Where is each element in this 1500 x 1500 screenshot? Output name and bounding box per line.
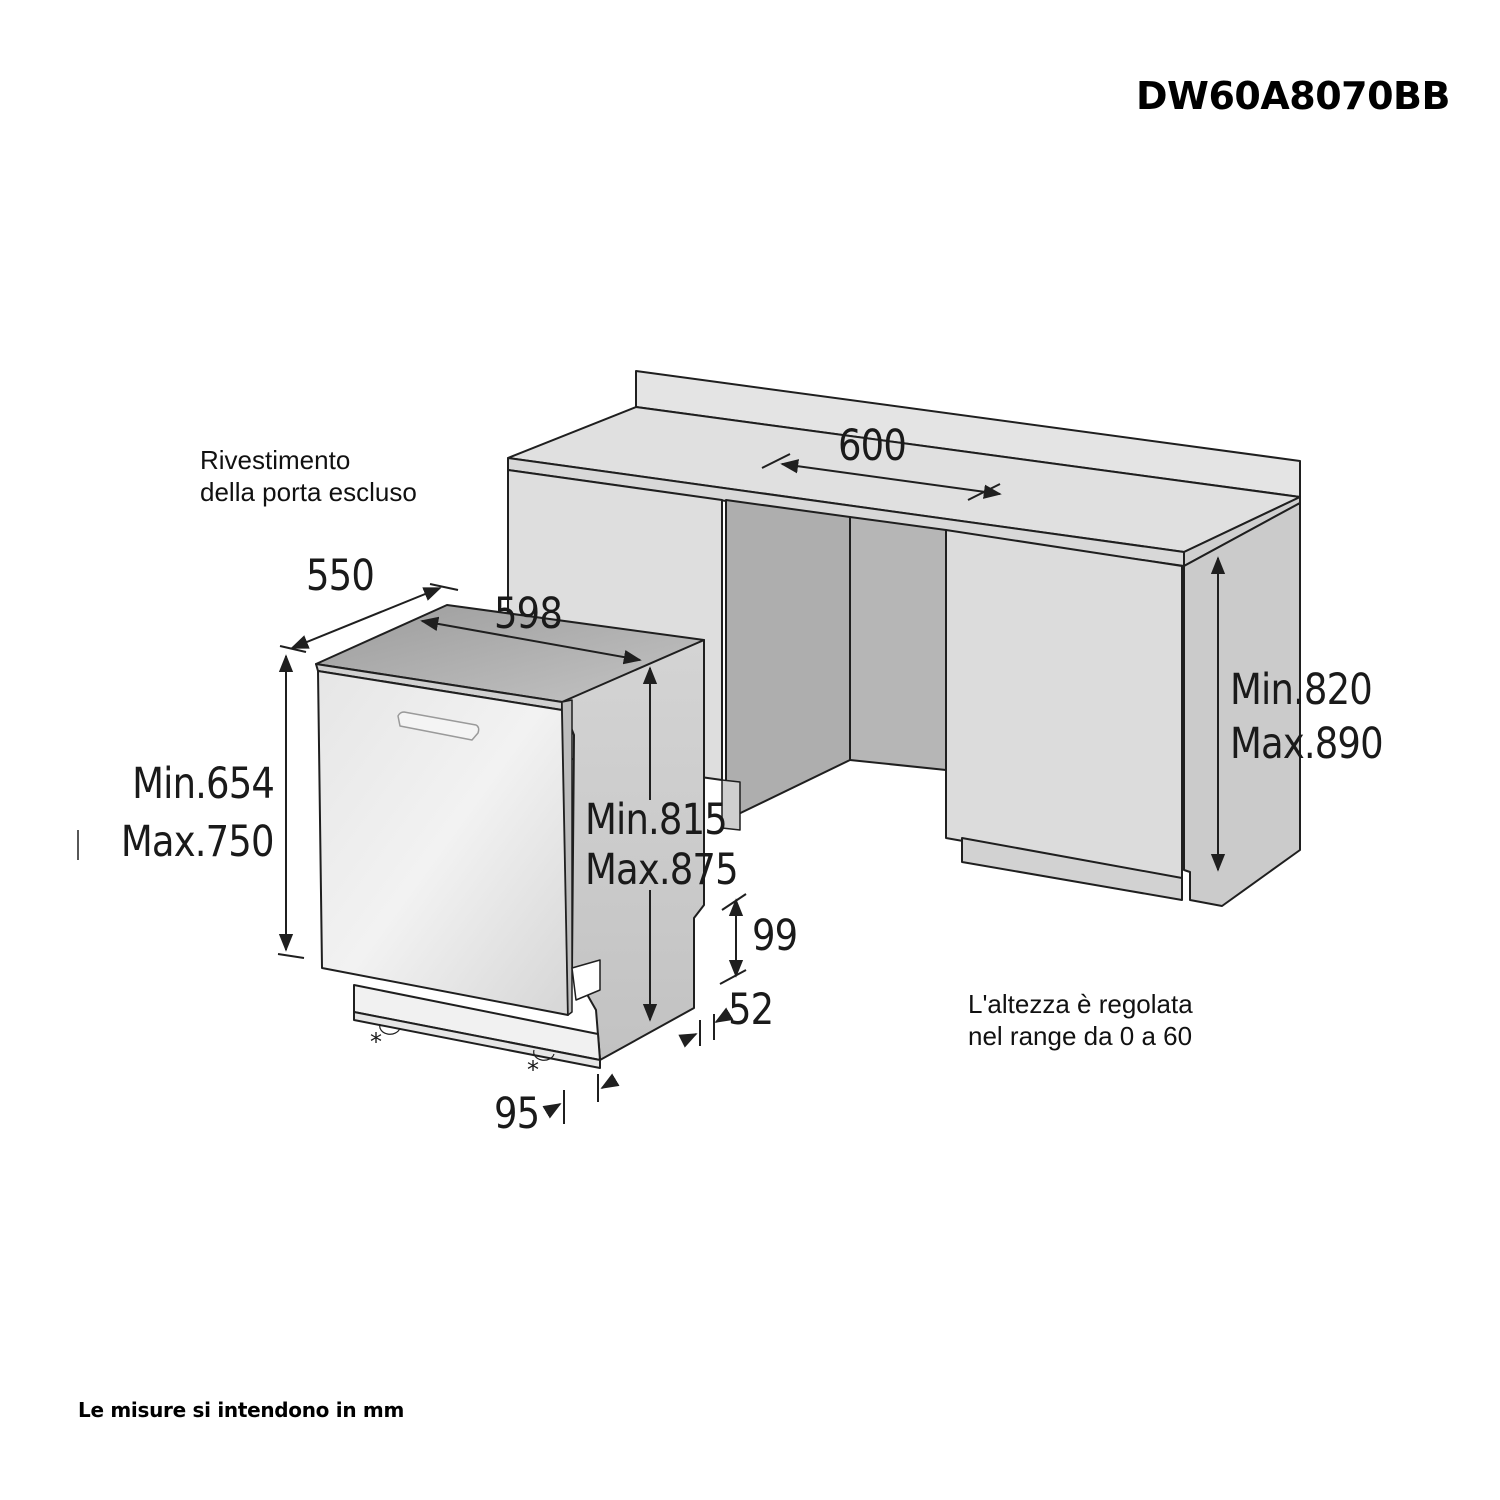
height-adjust-note: L'altezza è regolata nel range da 0 a 60 xyxy=(968,988,1193,1052)
niche-height-min-label: Min.820 xyxy=(1230,665,1373,715)
width-label: 598 xyxy=(494,589,563,639)
foot-marker-left: * xyxy=(370,1028,382,1056)
niche-width-label: 600 xyxy=(838,421,907,471)
plinth-offset-label: 52 xyxy=(728,985,774,1035)
installed-height-min-label: Min.815 xyxy=(585,795,728,845)
plinth-height-label: 99 xyxy=(752,911,798,961)
depth-label: 550 xyxy=(306,551,375,601)
dimension-lines xyxy=(77,453,1226,1124)
installed-height-max-label: Max.875 xyxy=(585,845,739,895)
height-adjust-note-line2: nel range da 0 a 60 xyxy=(968,1021,1193,1051)
niche-height-max-label: Max.890 xyxy=(1230,719,1384,769)
door-offset-label: 95 xyxy=(494,1089,540,1139)
height-adjust-note-line1: L'altezza è regolata xyxy=(968,989,1193,1019)
foot-marker-right: * xyxy=(527,1056,539,1084)
model-code: DW60A8070BB xyxy=(1136,74,1450,118)
appliance-height-min-label: Min.654 xyxy=(132,759,275,809)
door-panel-note-line2: della porta escluso xyxy=(200,477,417,507)
units-note: Le misure si intendono in mm xyxy=(78,1398,405,1422)
appliance-height-max-label: Max.750 xyxy=(121,817,275,867)
door-panel-note-line1: Rivestimento xyxy=(200,445,351,475)
door-panel-note: Rivestimento della porta escluso xyxy=(200,444,417,508)
